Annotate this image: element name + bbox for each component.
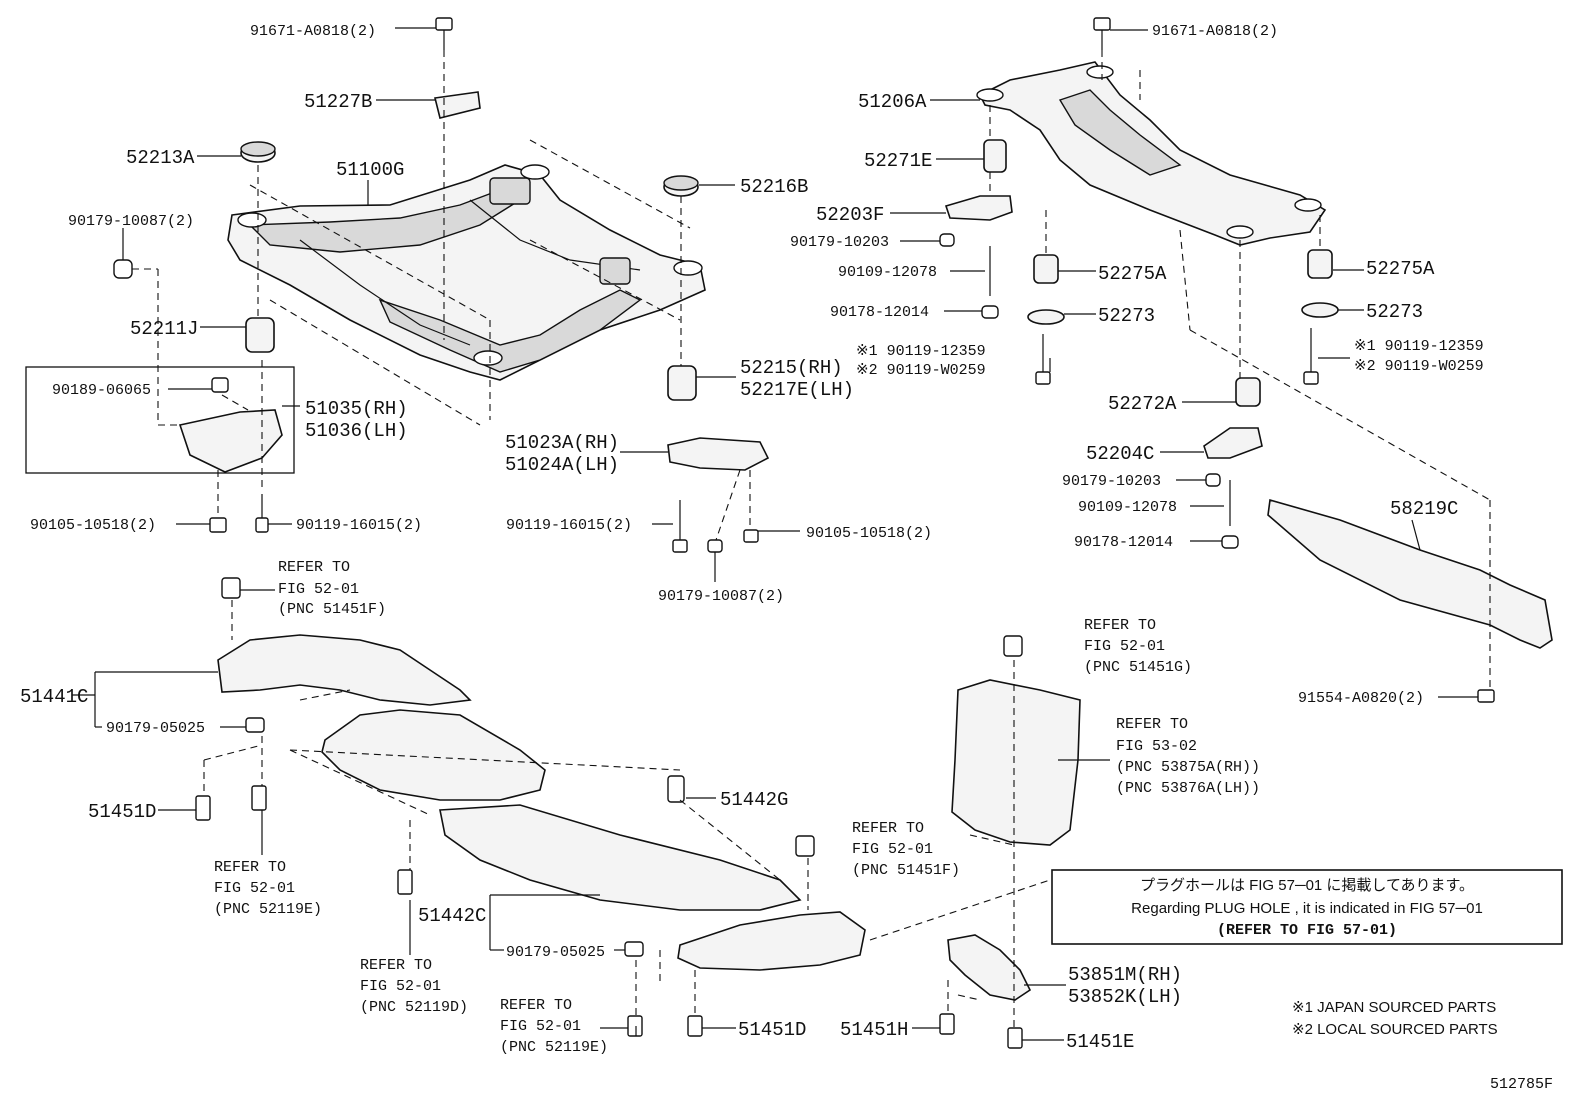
label-90179-05025-b[interactable]: 90179-05025 [506,944,605,961]
refer-to-53875a[interactable]: REFER TO FIG 53-02 (PNC 53875A(RH)) (PNC… [1116,716,1269,797]
label-x2-90119-w0259-mid[interactable]: ※2 90119-W0259 [856,362,986,379]
label-90179-10087-bot[interactable]: 90179-10087(2) [658,588,784,605]
bracket-52204c [1203,427,1263,459]
label-90189-06065[interactable]: 90189-06065 [52,382,151,399]
part-labels: 91671-A0818(2) 51227B 52213A 51100G 9017… [20,23,1553,1093]
refer-to-51451g[interactable]: REFER TO FIG 52-01 (PNC 51451G) [1084,617,1192,676]
label-51441c[interactable]: 51441C [20,686,88,708]
cover-51442c [439,804,802,911]
label-53852k-lh[interactable]: 53852K(LH) [1068,986,1182,1008]
leader-lines [72,27,1478,1041]
label-51442c[interactable]: 51442C [418,905,486,927]
refer-to-52119d[interactable]: REFER TO FIG 52-01 (PNC 52119D) [360,957,468,1016]
label-90109-12078-a[interactable]: 90109-12078 [838,264,937,281]
label-90179-10203-b[interactable]: 90179-10203 [1062,473,1161,490]
fasteners [113,17,1495,1049]
label-90105-10518-left[interactable]: 90105-10518(2) [30,517,156,534]
plate-51035 [178,409,283,473]
label-53851m-rh[interactable]: 53851M(RH) [1068,964,1182,986]
front-crossmember-51100g [227,164,706,381]
label-x2-90119-w0259-right[interactable]: ※2 90119-W0259 [1354,358,1484,375]
label-52273-a[interactable]: 52273 [1098,305,1155,327]
legend-japan-sourced: ※1 JAPAN SOURCED PARTS [1292,999,1496,1016]
note-box [1051,869,1563,945]
label-90179-10087-top[interactable]: 90179-10087(2) [68,213,194,230]
label-52204c[interactable]: 52204C [1086,443,1154,465]
label-52271e[interactable]: 52271E [864,150,932,172]
refer-to-notes: REFER TO FIG 52-01 (PNC 51451F) REFER TO… [214,559,1269,1056]
refer-to-51451f-mid[interactable]: REFER TO FIG 52-01 (PNC 51451F) [852,820,960,879]
bracket-52203f [944,195,1013,221]
label-52211j[interactable]: 52211J [130,318,198,340]
note-line-english: Regarding PLUG HOLE , it is indicated in… [1131,900,1483,917]
label-51035-rh[interactable]: 51035(RH) [305,398,408,420]
label-51442g[interactable]: 51442G [720,789,788,811]
label-91671-a0818-left[interactable]: 91671-A0818(2) [250,23,376,40]
bracket-51227b [434,91,481,119]
cushions [240,139,1339,407]
label-x1-90119-12359-mid[interactable]: ※1 90119-12359 [856,343,986,360]
refer-to-52119e-bottom[interactable]: REFER TO FIG 52-01 (PNC 52119E) [500,997,608,1056]
label-90178-12014-a[interactable]: 90178-12014 [830,304,929,321]
label-51227b[interactable]: 51227B [304,91,372,113]
source-legend: ※1 JAPAN SOURCED PARTS ※2 LOCAL SOURCED … [1292,999,1498,1038]
cover-rear-small [677,911,866,971]
note-line-refer[interactable]: (REFER TO FIG 57-01) [1217,922,1397,939]
label-52217e-lh[interactable]: 52217E(LH) [740,379,854,401]
label-91671-a0818-right[interactable]: 91671-A0818(2) [1152,23,1278,40]
rear-crossmember-51206a [976,61,1327,246]
label-51036-lh[interactable]: 51036(LH) [305,420,408,442]
label-52273-b[interactable]: 52273 [1366,301,1423,323]
label-52275a-b[interactable]: 52275A [1366,258,1435,280]
label-51451e[interactable]: 51451E [1066,1031,1134,1053]
group-box-51035 [25,366,295,474]
label-91554-a0820[interactable]: 91554-A0820(2) [1298,690,1424,707]
refer-to-51451f-top[interactable]: REFER TO FIG 52-01 (PNC 51451F) [278,559,386,618]
cover-front-mid [321,709,546,801]
label-52275a-a[interactable]: 52275A [1098,263,1167,285]
legend-local-sourced: ※2 LOCAL SOURCED PARTS [1292,1021,1498,1038]
label-58219c[interactable]: 58219C [1390,498,1458,520]
plug-hole-note: プラグホールは FIG 57─01 に掲載してあります。 Regarding P… [1131,877,1483,939]
refer-to-52119e-left[interactable]: REFER TO FIG 52-01 (PNC 52119E) [214,859,322,918]
arm-51023a [667,437,770,471]
label-90119-16015-left[interactable]: 90119-16015(2) [296,517,422,534]
label-51451h[interactable]: 51451H [840,1019,908,1041]
label-51024a-lh[interactable]: 51024A(LH) [505,454,619,476]
label-90179-05025-a[interactable]: 90179-05025 [106,720,205,737]
label-90178-12014-b[interactable]: 90178-12014 [1074,534,1173,551]
fender-liner-ref [951,679,1081,846]
label-51206a[interactable]: 51206A [858,91,927,113]
label-51451d-left[interactable]: 51451D [88,801,156,823]
label-90109-12078-b[interactable]: 90109-12078 [1078,499,1177,516]
label-52272a[interactable]: 52272A [1108,393,1177,415]
label-52203f[interactable]: 52203F [816,204,884,226]
cover-51441c [217,634,472,706]
label-52216b[interactable]: 52216B [740,176,808,198]
label-90105-10518-mid[interactable]: 90105-10518(2) [806,525,932,542]
label-90119-16015-mid[interactable]: 90119-16015(2) [506,517,632,534]
label-x1-90119-12359-right[interactable]: ※1 90119-12359 [1354,338,1484,355]
label-52215-rh[interactable]: 52215(RH) [740,357,843,379]
label-52213a[interactable]: 52213A [126,147,195,169]
label-51451d-mid[interactable]: 51451D [738,1019,806,1041]
label-51023a-rh[interactable]: 51023A(RH) [505,432,619,454]
label-51100g[interactable]: 51100G [336,159,404,181]
brace-58219c [1267,498,1553,649]
figure-code: 512785F [1490,1076,1553,1093]
note-line-japanese: プラグホールは FIG 57─01 に掲載してあります。 [1140,877,1474,894]
bracket-53851m [947,934,1032,1001]
label-90179-10203-a[interactable]: 90179-10203 [790,234,889,251]
assembly-lines [132,50,1491,1028]
